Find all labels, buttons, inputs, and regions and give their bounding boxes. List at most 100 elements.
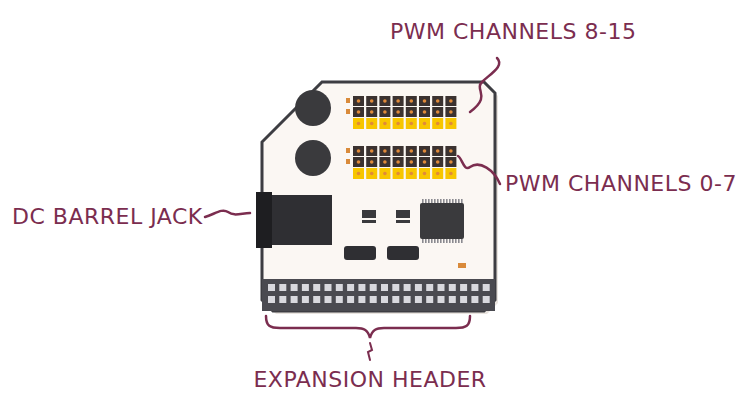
signal-pin (445, 168, 456, 179)
header-pin (379, 107, 390, 117)
pwm-chip (420, 203, 464, 239)
header-socket (336, 284, 343, 291)
pin-contact (370, 172, 374, 176)
part-label: EXPANSION HEADER (253, 366, 486, 394)
header-pin (379, 96, 390, 106)
pin-contact (449, 149, 453, 153)
header-socket (460, 296, 467, 303)
pin-contact (383, 122, 387, 126)
inductor (344, 246, 376, 260)
header-socket (325, 296, 332, 303)
signal-pin (393, 168, 404, 179)
pin-contact (449, 172, 453, 176)
header-socket (392, 284, 399, 291)
bracket-tick (368, 343, 372, 360)
capacitor (295, 140, 331, 176)
part-label: PWM CHANNELS 8-15 (390, 18, 636, 46)
expansion-header-pins (268, 284, 490, 303)
signal-pin (393, 118, 404, 129)
header-socket (336, 296, 343, 303)
header-socket (313, 296, 320, 303)
capacitor (295, 90, 331, 126)
header-pin (432, 146, 443, 156)
pin-contact (449, 110, 453, 114)
header-pin (445, 96, 456, 106)
header-socket (415, 296, 422, 303)
header-pin (419, 107, 430, 117)
signal-pin (445, 118, 456, 129)
signal-pin (419, 118, 430, 129)
pin-contact (370, 99, 374, 103)
header-socket (358, 284, 365, 291)
pin-contact (357, 172, 361, 176)
header-socket (302, 296, 309, 303)
pin-contact (410, 160, 414, 164)
pin-contact (436, 110, 440, 114)
signal-pin (379, 118, 390, 129)
signal-pin (366, 168, 377, 179)
pin-contact (383, 149, 387, 153)
pin-contact (357, 122, 361, 126)
header-pin (379, 157, 390, 167)
header-socket (404, 284, 411, 291)
smd-part (396, 220, 410, 223)
header-socket (347, 284, 354, 291)
header-pin (379, 146, 390, 156)
header-socket (460, 284, 467, 291)
leader-line (470, 58, 499, 112)
signal-pin (406, 118, 417, 129)
bracket (266, 316, 470, 338)
smd-part (362, 220, 376, 223)
pin-contact (423, 172, 427, 176)
header-socket (325, 284, 332, 291)
header-socket (438, 284, 445, 291)
barrel-jack-front (256, 192, 272, 248)
header-socket (415, 284, 422, 291)
pin-contact (423, 149, 427, 153)
header-socket (449, 296, 456, 303)
header-socket (483, 296, 490, 303)
pin-contact (370, 149, 374, 153)
header-pin (353, 107, 364, 117)
header-socket (370, 284, 377, 291)
signal-pin (353, 168, 364, 179)
smd-part (396, 210, 410, 218)
signal-pin (419, 168, 430, 179)
signal-pin (432, 118, 443, 129)
header-pin (419, 96, 430, 106)
header-pin (419, 157, 430, 167)
board-outline (262, 82, 495, 311)
pin-contact (449, 99, 453, 103)
header-socket (471, 284, 478, 291)
pin-contact (410, 110, 414, 114)
pin-contact (423, 160, 427, 164)
header-socket (279, 284, 286, 291)
header-socket (449, 284, 456, 291)
leader-line (458, 156, 500, 184)
header-pin (393, 96, 404, 106)
pin-contact (410, 172, 414, 176)
pin-contact (370, 160, 374, 164)
indicator (346, 148, 350, 153)
pin-contact (357, 160, 361, 164)
header-pin (353, 146, 364, 156)
header-pin (406, 146, 417, 156)
pin-contact (436, 149, 440, 153)
indicator (346, 109, 350, 114)
header-pin (406, 107, 417, 117)
pin-contact (410, 122, 414, 126)
part-label: DC BARREL JACK (12, 203, 203, 231)
pin-contact (396, 99, 400, 103)
pin-contact (357, 110, 361, 114)
header-socket (302, 284, 309, 291)
header-pin (419, 146, 430, 156)
inductor (387, 246, 419, 260)
signal-pin (432, 168, 443, 179)
header-socket (313, 284, 320, 291)
pin-contact (396, 172, 400, 176)
header-socket (483, 284, 490, 291)
header-pin (366, 157, 377, 167)
header-socket (291, 296, 298, 303)
header-socket (438, 296, 445, 303)
